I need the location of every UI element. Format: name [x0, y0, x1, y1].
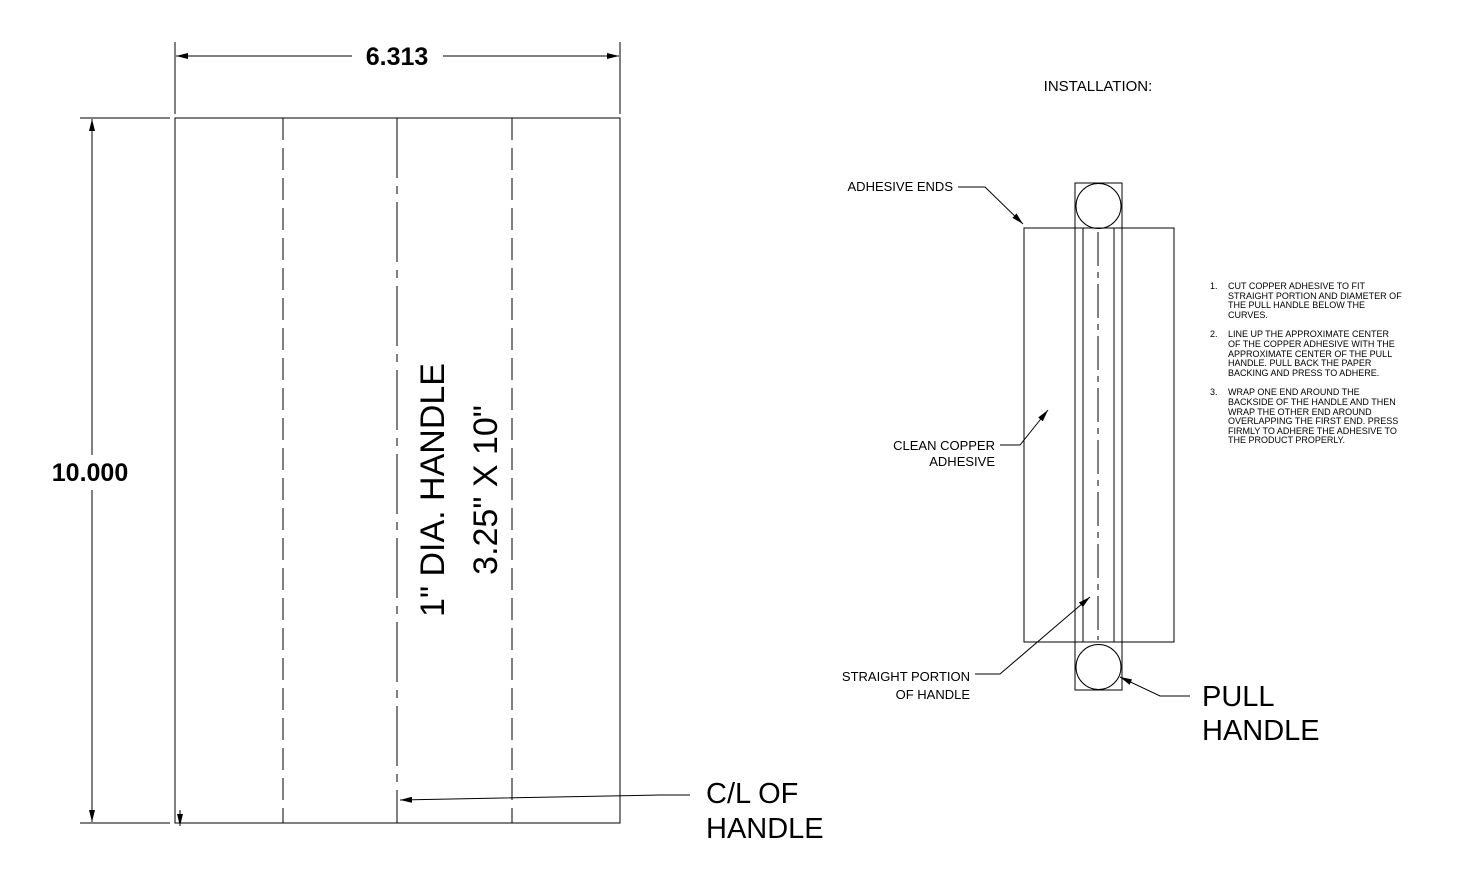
step-number: 3. — [1210, 387, 1218, 398]
installation-step: 2. LINE UP THE APPROXIMATE CENTER OF THE… — [1210, 330, 1425, 378]
installation-step: 1. CUT COPPER ADHESIVE TO FIT STRAIGHT P… — [1210, 281, 1425, 320]
pull-handle-label-line1: PULL — [1202, 681, 1275, 713]
handle-bottom-curve — [1075, 644, 1122, 690]
width-dimension-label: 6.313 — [366, 43, 429, 71]
step-text: CUT COPPER ADHESIVE TO FIT STRAIGHT PORT… — [1228, 281, 1402, 320]
template-sheet — [174, 117, 621, 824]
centerline-leader — [399, 794, 690, 803]
pull-handle-leader — [1119, 676, 1190, 697]
width-dimension — [174, 42, 621, 114]
installation-heading: INSTALLATION: — [1044, 78, 1153, 95]
clean-copper-leader — [1000, 409, 1049, 446]
centerline-label-line1: C/L OF — [706, 778, 798, 810]
adhesive-ends-label: ADHESIVE ENDS — [848, 179, 954, 194]
copper-adhesive-rect — [1023, 227, 1175, 643]
centerline-label-line2: HANDLE — [706, 813, 824, 845]
clean-copper-label-line2: ADHESIVE — [929, 454, 995, 469]
clean-copper-label-line1: CLEAN COPPER — [893, 438, 995, 453]
installation-diagram — [1023, 182, 1175, 691]
pull-handle-label-line2: HANDLE — [1202, 715, 1320, 747]
adhesive-ends-leader — [958, 186, 1024, 225]
straight-portion-leader — [975, 596, 1091, 675]
step-text: LINE UP THE APPROXIMATE CENTER OF THE CO… — [1228, 329, 1395, 378]
height-dimension — [80, 117, 183, 826]
installation-step: 3. WRAP ONE END AROUND THE BACKSIDE OF T… — [1210, 388, 1425, 446]
handle-label-line1: 1" DIA. HANDLE — [414, 363, 452, 617]
straight-portion-label-line2: OF HANDLE — [896, 687, 971, 702]
step-number: 1. — [1210, 281, 1218, 291]
step-text: WRAP ONE END AROUND THE BACKSIDE OF THE … — [1228, 387, 1399, 446]
step-number: 2. — [1210, 329, 1218, 340]
handle-top-curve — [1075, 183, 1122, 229]
handle-label-line2: 3.25" X 10" — [467, 405, 505, 575]
straight-portion-label-line1: STRAIGHT PORTION — [842, 669, 970, 684]
handle-size-label: 1" DIA. HANDLE 3.25" X 10" — [414, 363, 505, 617]
height-dimension-label: 10.000 — [52, 459, 128, 487]
installation-steps: 1. CUT COPPER ADHESIVE TO FIT STRAIGHT P… — [1210, 281, 1425, 456]
